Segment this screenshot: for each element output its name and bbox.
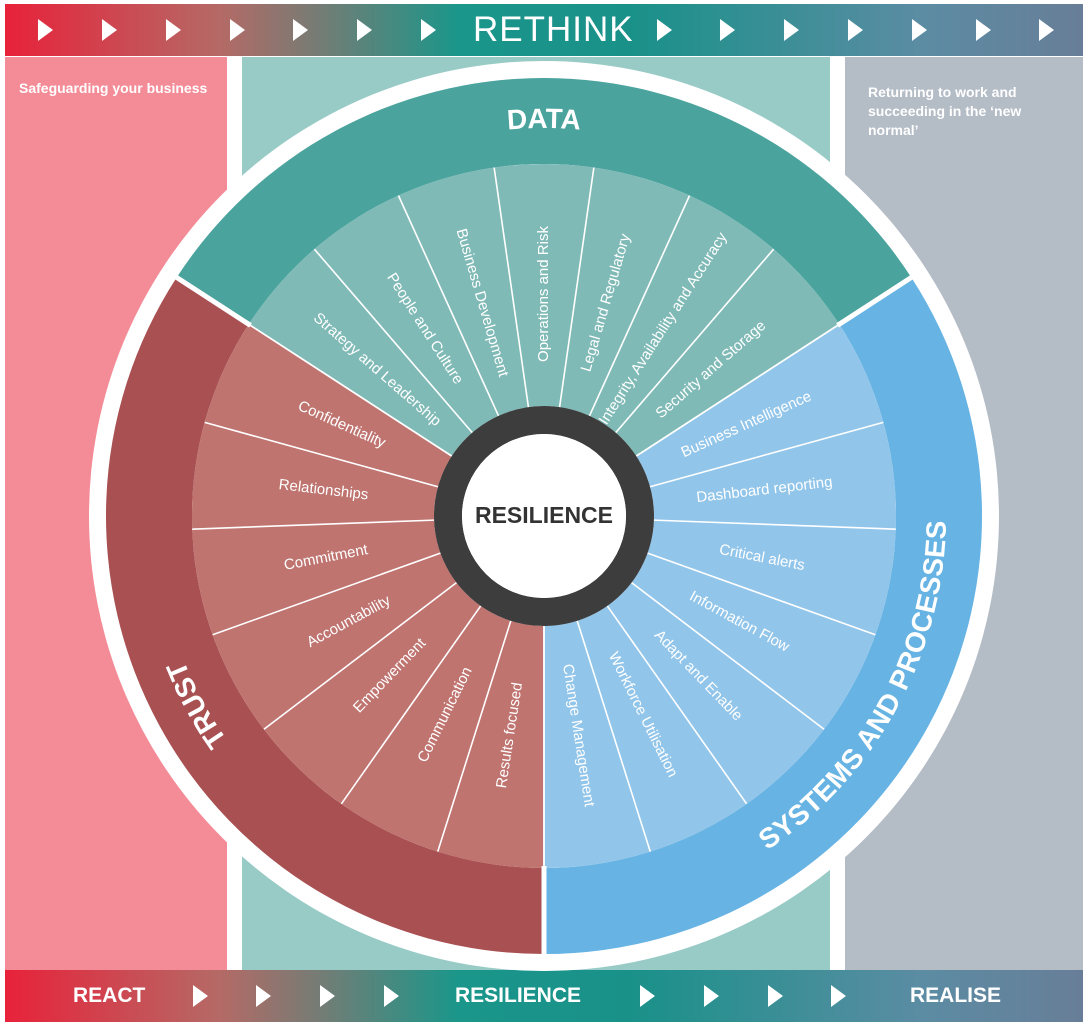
trust-segment [212,553,457,730]
segment-divider [493,167,530,408]
resilience-center-label: RESILIENCE [475,502,613,528]
segment-divider [212,552,441,636]
data-segment [589,195,774,433]
segment-divider [653,519,896,530]
trust-segment [437,620,544,868]
chevron-right-icon [38,19,53,41]
data-segment [248,249,473,457]
segment-divider [606,605,748,805]
data-segment-label: Operations and Risk [535,226,552,362]
systems-segment [631,553,876,730]
chevron-right-icon [256,985,271,1007]
chevron-right-icon [421,19,436,41]
segment-divider [397,195,500,417]
segment-divider [588,195,691,417]
segment-divider [576,620,652,852]
chevron-right-icon [320,985,335,1007]
systems-segment [544,620,651,868]
data-segment [615,249,840,457]
segment-divider [204,421,439,488]
segment-divider [649,421,884,488]
segment-divider [192,519,435,530]
segment-divider [631,582,825,730]
chevron-right-icon [193,985,208,1007]
systems-segment [636,324,884,487]
segment-divider [647,552,876,636]
segment-divider [340,605,482,805]
systems-segment [577,605,747,852]
data-segment [398,167,529,416]
chevron-right-icon [102,19,117,41]
chevron-right-icon [1039,19,1054,41]
chevron-right-icon [230,19,245,41]
section-separator [836,272,918,328]
resilience-phase-label: RESILIENCE [455,984,582,1007]
safeguarding-caption: Safeguarding your business [19,80,208,96]
chevron-right-icon [640,985,655,1007]
segment-divider [263,582,457,730]
chevron-right-icon [848,19,863,41]
chevron-right-icon [768,985,783,1007]
trust-segment [192,520,441,635]
chevron-right-icon [357,19,372,41]
chevron-right-icon [912,19,927,41]
segment-divider [558,167,595,408]
chevron-right-icon [657,19,672,41]
segment-divider [313,248,473,434]
trust-ring [106,277,545,954]
systems-segment [650,422,896,530]
segment-divider [615,248,775,434]
realise-label: REALISE [910,984,1002,1007]
new-normal-caption: Returning to work and succeeding in the … [868,84,1022,138]
data-ring [176,78,912,325]
segment-divider [436,620,512,852]
segment-divider [635,323,840,457]
data-segment [494,164,594,408]
rethink-banner: RETHINK [5,4,1083,56]
trust-segment [192,422,438,530]
systems-segment [607,582,825,804]
systems-ring [544,277,982,954]
data-segment [314,195,499,433]
systems-segment [647,520,896,635]
chevron-right-icon [704,985,719,1007]
hub-ring [434,406,654,626]
phase-banner: REACT RESILIENCE REALISE [5,970,1083,1022]
chevron-right-icon [976,19,991,41]
chevron-right-icon [166,19,181,41]
chevron-right-icon [720,19,735,41]
segment-divider [248,323,453,457]
trust-segment [263,582,481,804]
data-title: DATA [506,103,582,136]
data-segment [559,167,690,416]
chevron-right-icon [784,19,799,41]
hub-center [462,434,626,598]
section-separator [170,272,252,328]
react-label: REACT [73,984,146,1007]
rethink-title: RETHINK [473,10,634,49]
trust-segment [204,324,452,487]
chevron-right-icon [384,985,399,1007]
chevron-right-icon [831,985,846,1007]
trust-segment [341,605,511,852]
chevron-right-icon [293,19,308,41]
